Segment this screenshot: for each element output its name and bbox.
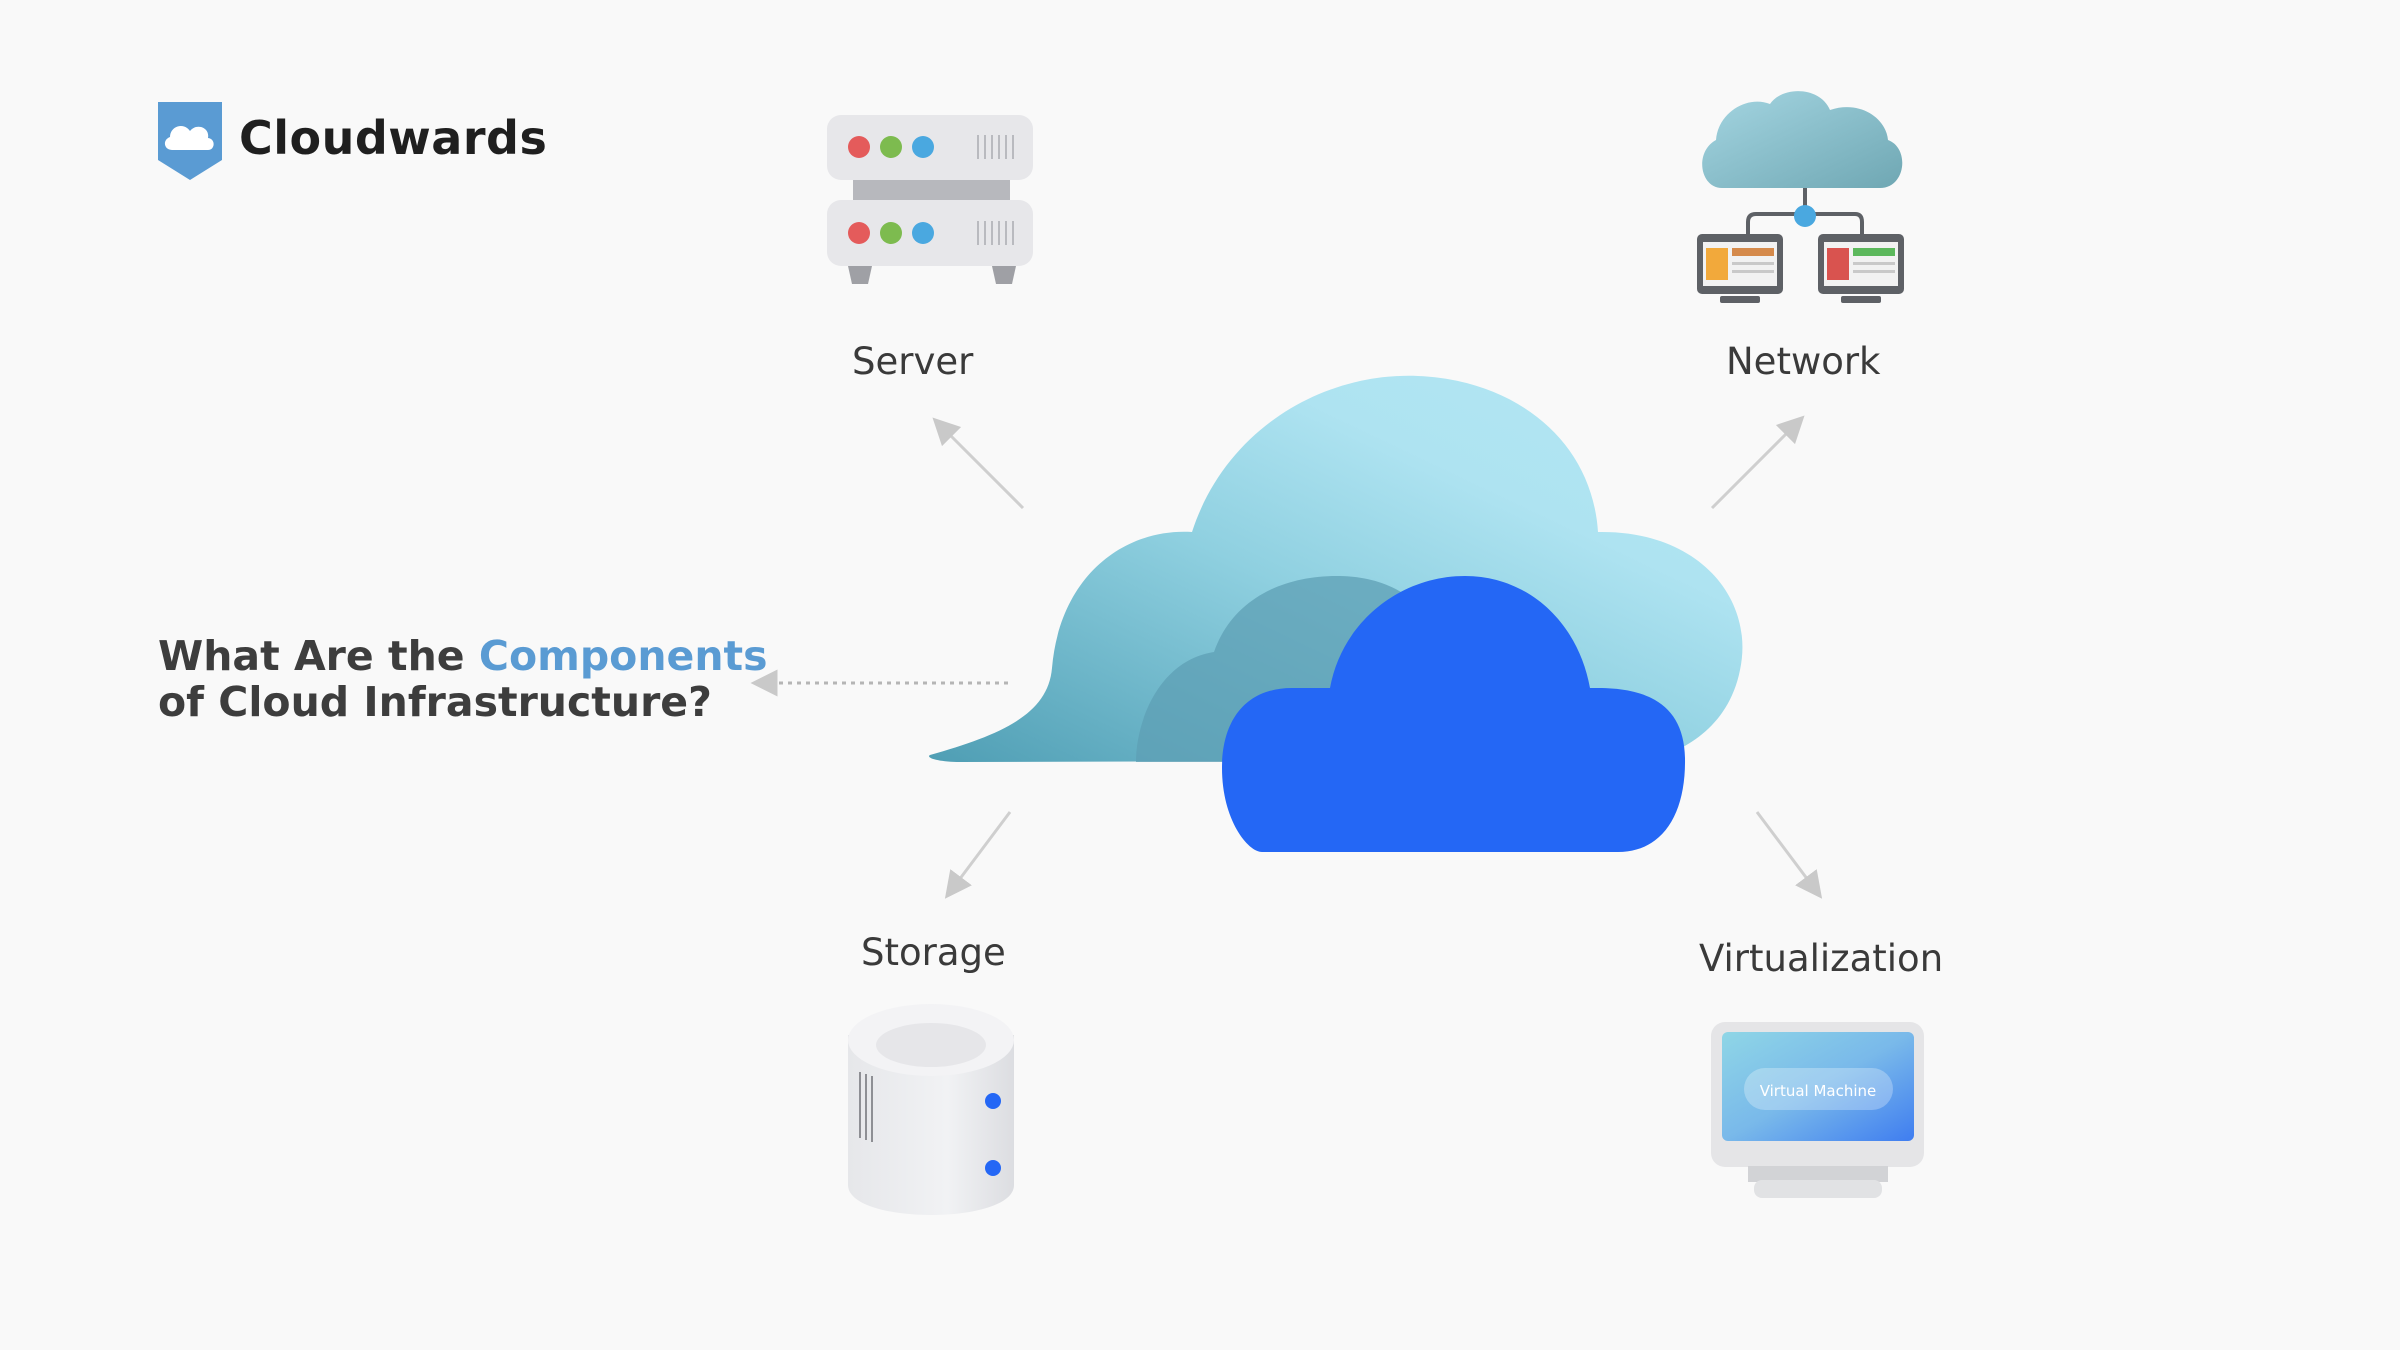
server-rack-icon [827,115,1033,284]
label-server: Server [852,340,974,383]
arrow-to-network [1710,415,1805,510]
headline-accent: Components [478,632,768,680]
headline-part1: What Are the [158,632,479,680]
vm-badge-label: Virtual Machine [1760,1082,1877,1100]
database-icon [848,1004,1014,1215]
headline: What Are the Components of Cloud Infrast… [158,633,768,725]
cloud-network-icon [1697,91,1904,303]
brand-name: Cloudwards [239,111,548,165]
monitor-vm-icon: Virtual Machine [1711,1022,1924,1198]
headline-part2: of Cloud Infrastructure? [158,678,712,726]
label-storage: Storage [861,931,1006,974]
label-network: Network [1726,340,1881,383]
vm-badge [1744,1068,1893,1110]
label-virtualization: Virtualization [1699,937,1944,980]
arrow-to-storage [944,811,1012,899]
arrow-to-server [932,417,1025,510]
cloudwards-logo-icon [158,102,222,180]
arrow-to-virtualization [1755,811,1823,899]
central-cloud-icon [929,375,1743,852]
